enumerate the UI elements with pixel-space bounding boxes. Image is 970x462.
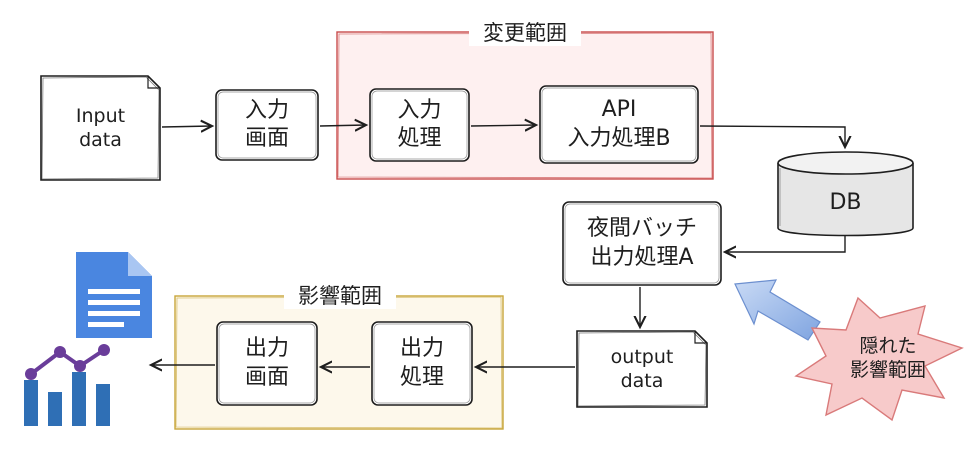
arrow-input-data-to-input-screen: [161, 126, 212, 127]
output-data-node: [576, 330, 708, 408]
api-process-node: [539, 85, 699, 164]
output-process-node: [371, 321, 473, 406]
input-data-node: [40, 75, 161, 181]
input-screen-node: [215, 89, 319, 161]
arrow-input-process-to-api: [470, 125, 536, 126]
arrow-db-to-batch: [725, 236, 846, 252]
output-screen-node: [216, 321, 318, 406]
blue-pointer-arrow: [734, 279, 821, 341]
arrow-api-to-db: [699, 125, 845, 147]
document-icon: [76, 252, 152, 338]
input-process-node: [369, 88, 470, 162]
batch-process-node: [562, 201, 722, 286]
arrow-input-screen-to-input-process: [319, 125, 366, 126]
hidden-impact-star: [794, 296, 964, 422]
connectors: [151, 125, 845, 367]
db-node: [777, 151, 914, 237]
chart-icon: [24, 344, 110, 426]
